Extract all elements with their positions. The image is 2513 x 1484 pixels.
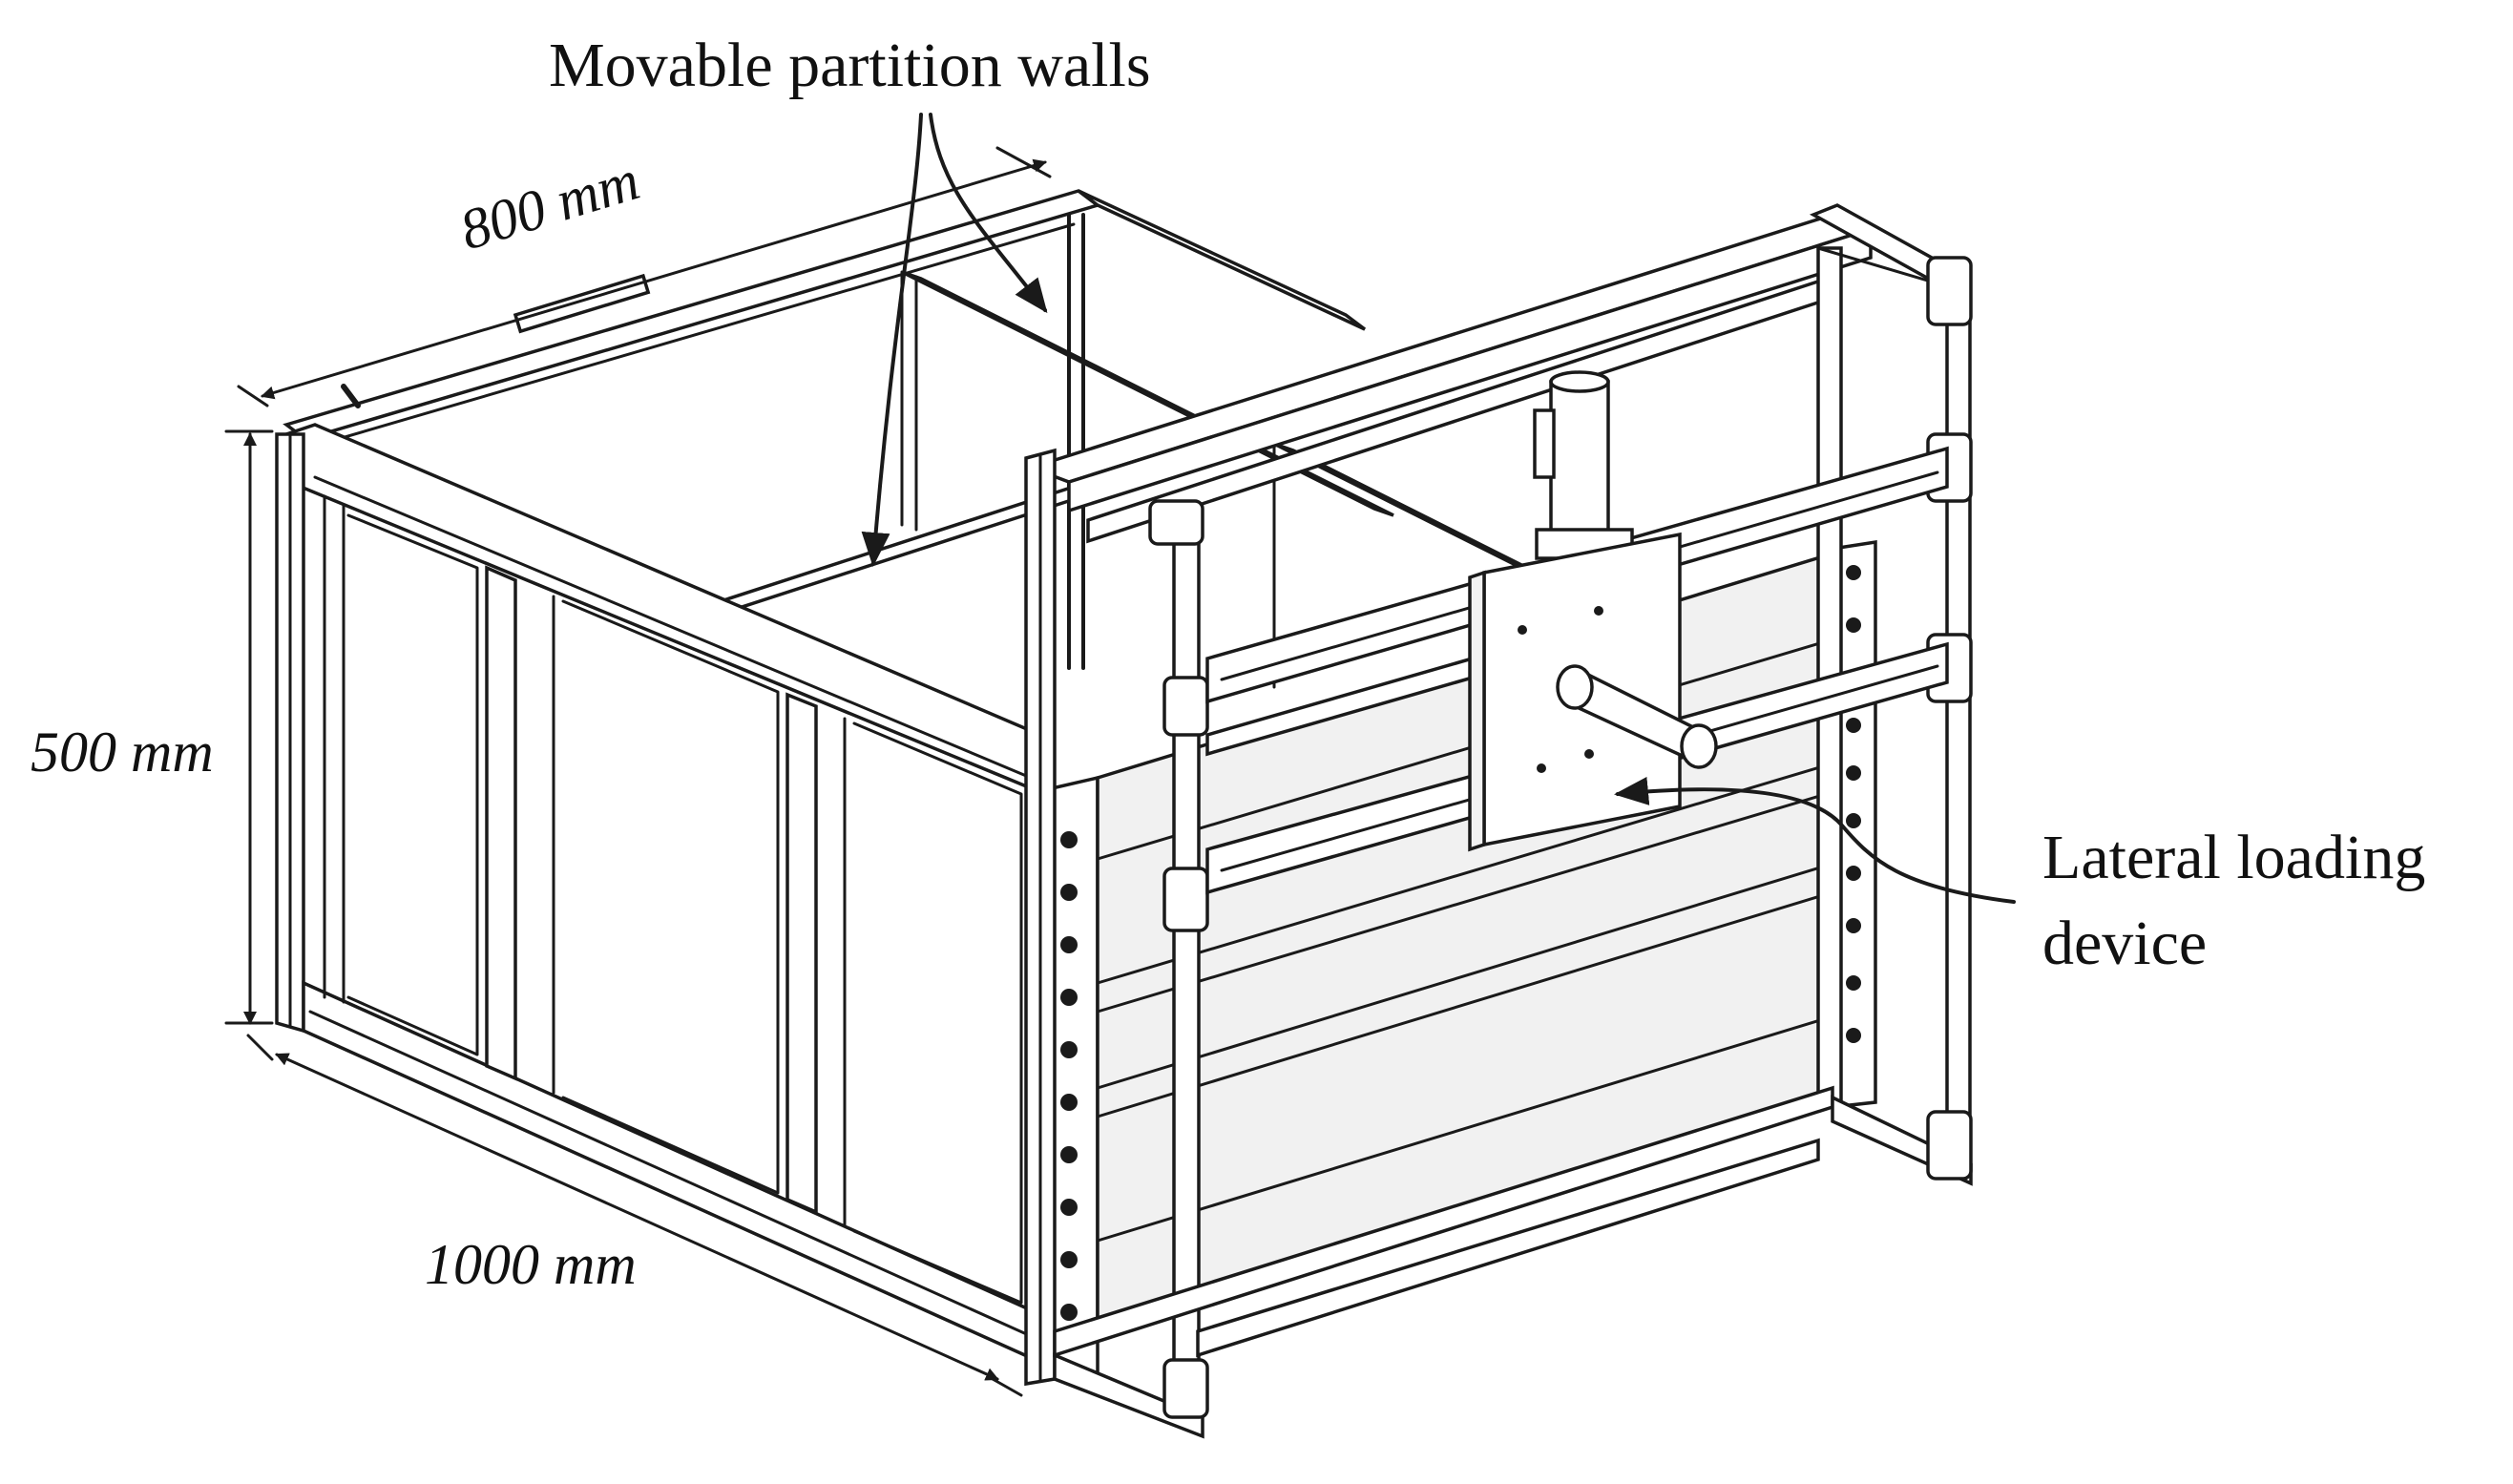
- loading-device-label-line1: Lateral loading: [2042, 823, 2425, 892]
- partition-walls-label: Movable partition walls: [549, 31, 1151, 100]
- partition-walls-leaders: [861, 113, 1048, 567]
- loading-device-leader: [1614, 777, 2016, 904]
- lateral-loading-device: [1468, 370, 1718, 852]
- loading-device-label-line2: device: [2042, 909, 2207, 978]
- dimension-label-1000: 1000 mm: [425, 1233, 637, 1296]
- dimension-label-800: 800 mm: [453, 148, 647, 261]
- box-front-face: [275, 423, 1042, 1363]
- dimension-label-500: 500 mm: [31, 721, 214, 784]
- bolt-holes-rear: [1846, 565, 1861, 1043]
- dimension-500: 500 mm: [31, 429, 274, 1025]
- dimension-1000: 1000 mm: [246, 1034, 1023, 1397]
- clamps: [1148, 256, 1973, 1419]
- loading-frame: [1024, 203, 1973, 1439]
- bolt-holes-front: [1060, 831, 1078, 1321]
